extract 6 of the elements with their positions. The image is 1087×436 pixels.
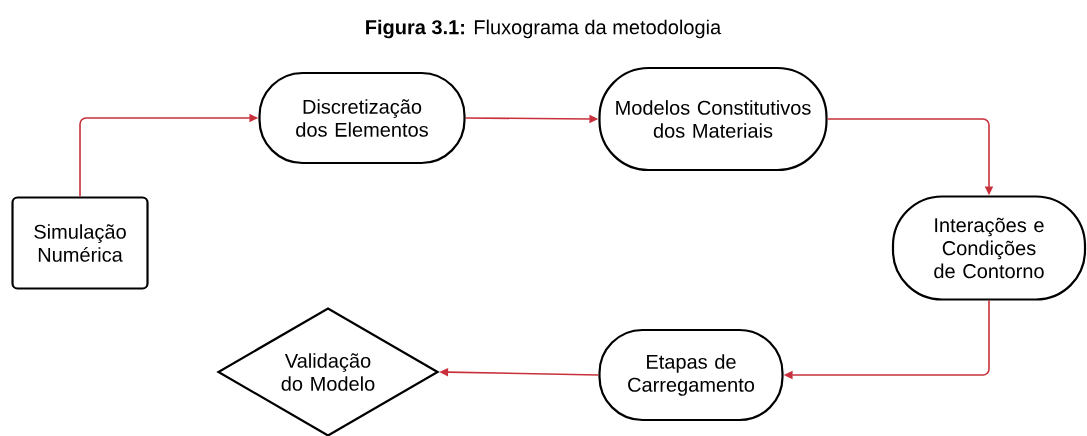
figure-title: Figura 3.1: Fluxograma da metodologia (366, 19, 722, 39)
process-terminal: Discretização dos Elementos (258, 71, 466, 165)
process-terminal: Modelos Constitutivos dos Materiais (598, 66, 828, 172)
process-terminal: Interações e Condições de Contorno (891, 195, 1087, 301)
process-box: Simulação Numérica (11, 196, 149, 290)
process-terminal: Etapas de Carregamento (598, 328, 784, 422)
